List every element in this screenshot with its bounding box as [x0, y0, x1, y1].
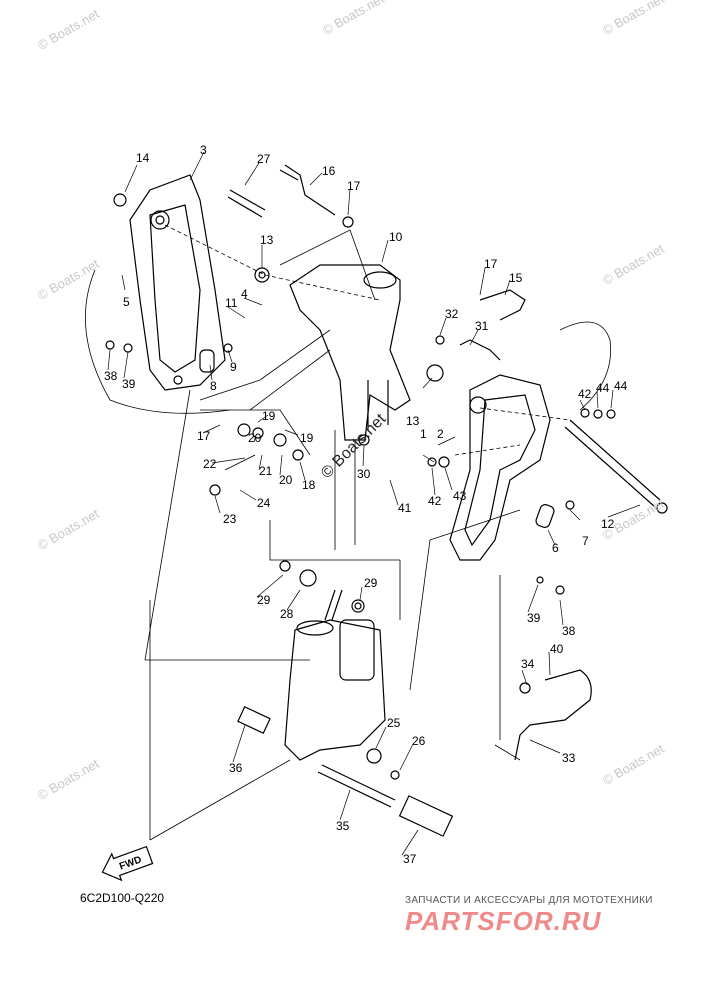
callout-13: 13 — [260, 233, 274, 247]
callout-39: 39 — [122, 377, 136, 391]
callout-21: 21 — [259, 464, 273, 478]
callout-33: 33 — [562, 751, 576, 765]
callout-40: 40 — [550, 642, 564, 656]
callout-20: 20 — [279, 473, 293, 487]
callout-10: 10 — [389, 230, 403, 244]
pin-27 — [227, 189, 266, 218]
callout-27: 27 — [257, 152, 271, 166]
diagram-code: 6C2D100-Q220 — [80, 891, 165, 905]
callout-19: 19 — [262, 409, 276, 423]
tilt-cylinder-unit — [284, 619, 386, 761]
callout-19: 19 — [300, 431, 314, 445]
callout-24: 24 — [257, 496, 271, 510]
callout-13: 13 — [406, 414, 420, 428]
callout-29: 29 — [364, 576, 378, 590]
callout-44: 44 — [614, 379, 628, 393]
callout-15: 15 — [509, 271, 523, 285]
pin-35 — [317, 764, 396, 808]
callout-9: 9 — [230, 360, 237, 374]
callout-11: 11 — [225, 296, 238, 310]
callout-38: 38 — [104, 369, 118, 383]
brand-tagline: ЗАПЧАСТИ И АКСЕССУАРЫ ДЛЯ МОТОТЕХНИКИ — [405, 895, 653, 906]
callout-29: 29 — [257, 593, 271, 607]
callout-2: 2 — [437, 427, 444, 441]
hose-40 — [514, 669, 592, 761]
callout-32: 32 — [445, 307, 459, 321]
callout-4: 4 — [241, 287, 248, 301]
callout-16: 16 — [322, 164, 336, 178]
callout-17: 17 — [347, 179, 361, 193]
callout-3: 3 — [200, 143, 207, 157]
callout-5: 5 — [123, 295, 130, 309]
callout-7: 7 — [582, 534, 589, 548]
callout-44: 44 — [596, 381, 610, 395]
brand-logo: PARTSFOR.RU — [405, 906, 602, 936]
callout-41: 41 — [398, 501, 412, 515]
callout-37: 37 — [403, 852, 417, 866]
swivel-bracket — [289, 264, 411, 441]
callout-6: 6 — [552, 541, 559, 555]
callout-12: 12 — [601, 517, 615, 531]
callout-28: 28 — [280, 607, 294, 621]
callout-38: 38 — [562, 624, 576, 638]
callout-31: 31 — [475, 319, 489, 333]
callout-18: 18 — [302, 478, 316, 492]
bushing-36 — [237, 706, 271, 734]
callout-23: 23 — [223, 512, 237, 526]
callout-42: 42 — [578, 387, 592, 401]
right-clamp-bracket — [449, 374, 551, 561]
callout-17: 17 — [197, 429, 211, 443]
spring-37 — [398, 795, 454, 837]
callout-1: 1 — [420, 427, 427, 441]
shaft-16 — [279, 164, 336, 216]
callout-25: 25 — [387, 716, 401, 730]
tilt-shaft — [564, 419, 661, 508]
callout-34: 34 — [521, 657, 535, 671]
callout-35: 35 — [336, 819, 350, 833]
callout-20: 20 — [248, 431, 262, 445]
callout-43: 43 — [453, 489, 467, 503]
callout-26: 26 — [412, 734, 426, 748]
callout-14: 14 — [136, 151, 150, 165]
callout-17: 17 — [484, 257, 498, 271]
left-clamp-bracket — [129, 174, 226, 391]
callout-30: 30 — [357, 467, 371, 481]
callout-36: 36 — [229, 761, 243, 775]
callout-22: 22 — [203, 457, 217, 471]
fwd-arrow-icon: FWD — [101, 845, 154, 882]
callout-42: 42 — [428, 494, 442, 508]
callout-39: 39 — [527, 611, 541, 625]
callout-8: 8 — [210, 379, 217, 393]
